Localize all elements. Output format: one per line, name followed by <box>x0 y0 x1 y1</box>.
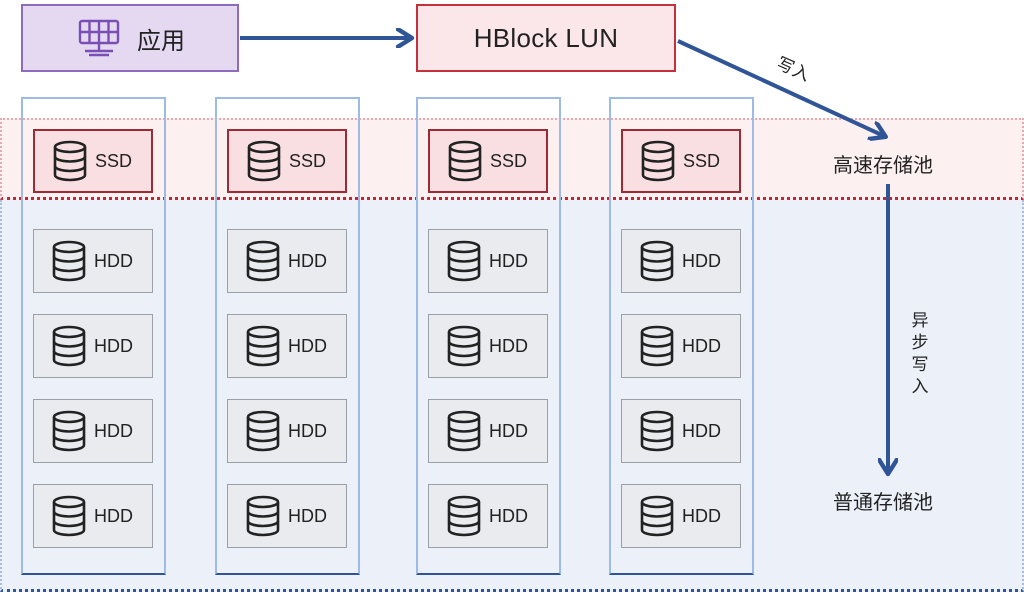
database-icon <box>246 410 280 452</box>
database-icon <box>246 325 280 367</box>
hdd-label: HDD <box>682 250 721 271</box>
hdd-disk: HDD <box>227 229 347 293</box>
database-icon <box>246 495 280 537</box>
hdd-disk: HDD <box>33 229 153 293</box>
hdd-disk: HDD <box>428 229 548 293</box>
database-icon <box>640 240 674 282</box>
hdd-label: HDD <box>682 335 721 356</box>
hdd-label: HDD <box>489 250 528 271</box>
hdd-disk: HDD <box>227 484 347 548</box>
database-icon <box>447 240 481 282</box>
arrow-lun-to-fast-pool <box>677 39 884 136</box>
hdd-label: HDD <box>682 420 721 441</box>
database-icon <box>640 495 674 537</box>
ssd-label: SSD <box>490 150 528 171</box>
ssd-disk: SSD <box>621 129 741 193</box>
database-icon <box>52 240 86 282</box>
hdd-disk: HDD <box>621 484 741 548</box>
database-icon <box>640 325 674 367</box>
hdd-label: HDD <box>489 335 528 356</box>
hdd-label: HDD <box>682 505 721 526</box>
hdd-disk: HDD <box>33 484 153 548</box>
hdd-label: HDD <box>489 420 528 441</box>
database-icon <box>448 140 482 182</box>
ssd-label: SSD <box>289 150 327 171</box>
ssd-label: SSD <box>95 150 133 171</box>
app-label: 应用 <box>137 27 185 55</box>
ssd-label: SSD <box>683 150 721 171</box>
database-icon <box>52 325 86 367</box>
hdd-label: HDD <box>288 250 327 271</box>
ssd-disk: SSD <box>227 129 347 193</box>
hdd-disk: HDD <box>621 314 741 378</box>
hdd-disk: HDD <box>428 484 548 548</box>
database-icon <box>247 140 281 182</box>
database-icon <box>447 495 481 537</box>
storage-node-column <box>215 97 360 575</box>
server-rack-icon <box>78 19 120 57</box>
normal-pool-label: 普通存储池 <box>833 492 933 514</box>
database-icon <box>53 140 87 182</box>
storage-node-column <box>21 97 166 575</box>
hdd-label: HDD <box>288 420 327 441</box>
app-node: 应用 <box>21 4 239 72</box>
database-icon <box>641 140 675 182</box>
hdd-disk: HDD <box>33 314 153 378</box>
database-icon <box>52 495 86 537</box>
hdd-label: HDD <box>94 250 133 271</box>
storage-node-column <box>609 97 754 575</box>
database-icon <box>447 410 481 452</box>
database-icon <box>640 410 674 452</box>
storage-node-column <box>416 97 561 575</box>
hdd-label: HDD <box>94 505 133 526</box>
hdd-label: HDD <box>94 420 133 441</box>
hdd-disk: HDD <box>33 399 153 463</box>
async-write-label: 异步写入 <box>911 311 929 396</box>
fast-pool-label: 高速存储池 <box>833 155 933 177</box>
hdd-label: HDD <box>288 505 327 526</box>
database-icon <box>52 410 86 452</box>
hdd-disk: HDD <box>227 399 347 463</box>
hdd-label: HDD <box>94 335 133 356</box>
ssd-disk: SSD <box>33 129 153 193</box>
ssd-disk: SSD <box>428 129 548 193</box>
hdd-label: HDD <box>489 505 528 526</box>
database-icon <box>246 240 280 282</box>
hdd-disk: HDD <box>621 229 741 293</box>
hblock-lun-node: HBlock LUN <box>416 4 676 72</box>
lun-label: HBlock LUN <box>473 22 619 53</box>
hdd-label: HDD <box>288 335 327 356</box>
database-icon <box>447 325 481 367</box>
hdd-disk: HDD <box>428 314 548 378</box>
hdd-disk: HDD <box>227 314 347 378</box>
hdd-disk: HDD <box>621 399 741 463</box>
hdd-disk: HDD <box>428 399 548 463</box>
